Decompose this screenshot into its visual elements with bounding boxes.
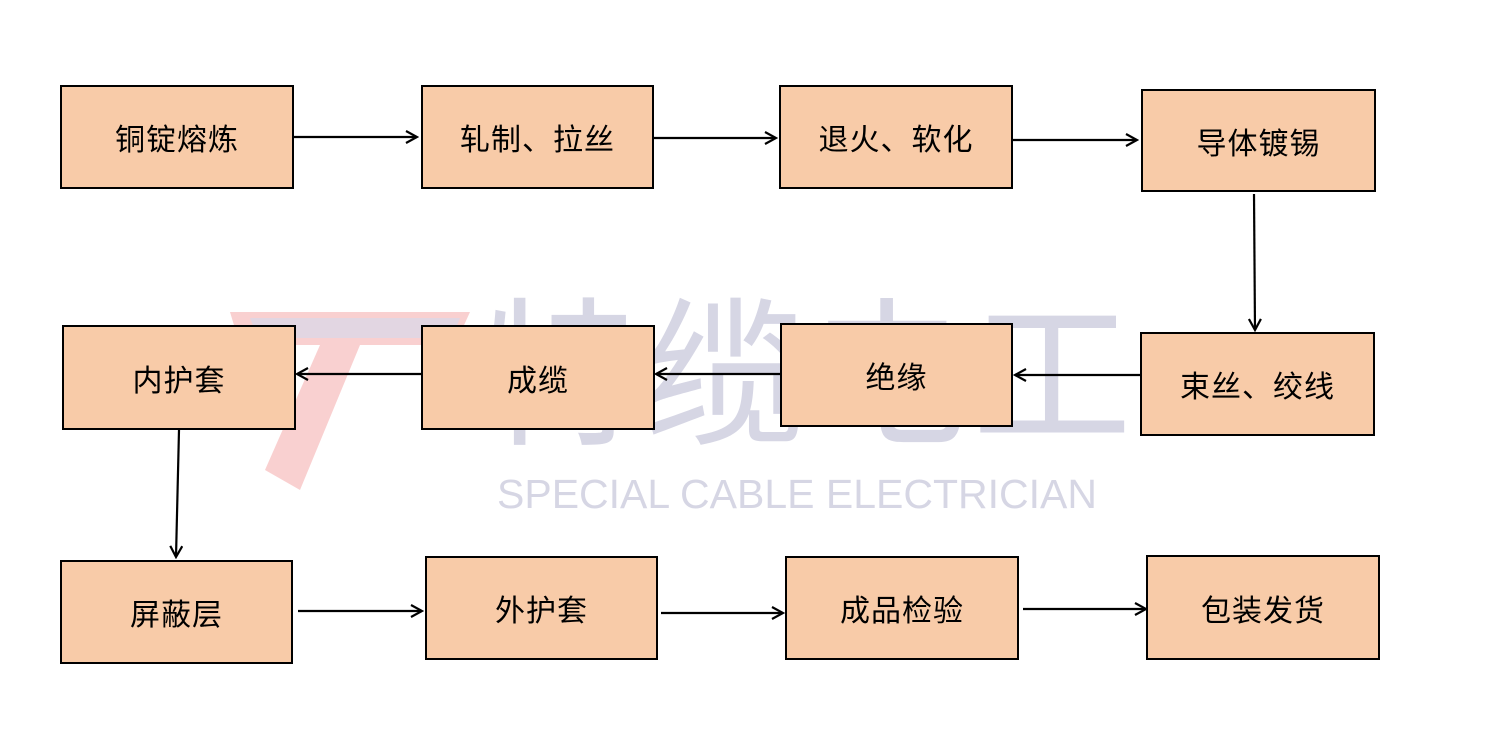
step-box-11: 成品检验	[785, 556, 1019, 660]
step-box-1: 铜锭熔炼	[60, 85, 294, 189]
step-box-5: 束丝、绞线	[1140, 332, 1375, 436]
arrow-s4-s5	[1254, 193, 1255, 330]
step-box-10: 外护套	[425, 556, 658, 660]
step-box-6: 绝缘	[780, 323, 1013, 427]
step-box-9: 屏蔽层	[60, 560, 293, 664]
step-box-7: 成缆	[421, 325, 655, 430]
step-box-2: 轧制、拉丝	[421, 85, 654, 189]
arrow-s8-s9	[176, 429, 179, 557]
step-box-8: 内护套	[62, 325, 296, 430]
step-box-4: 导体镀锡	[1141, 89, 1376, 192]
step-box-12: 包装发货	[1146, 555, 1380, 660]
step-box-3: 退火、软化	[779, 85, 1013, 189]
